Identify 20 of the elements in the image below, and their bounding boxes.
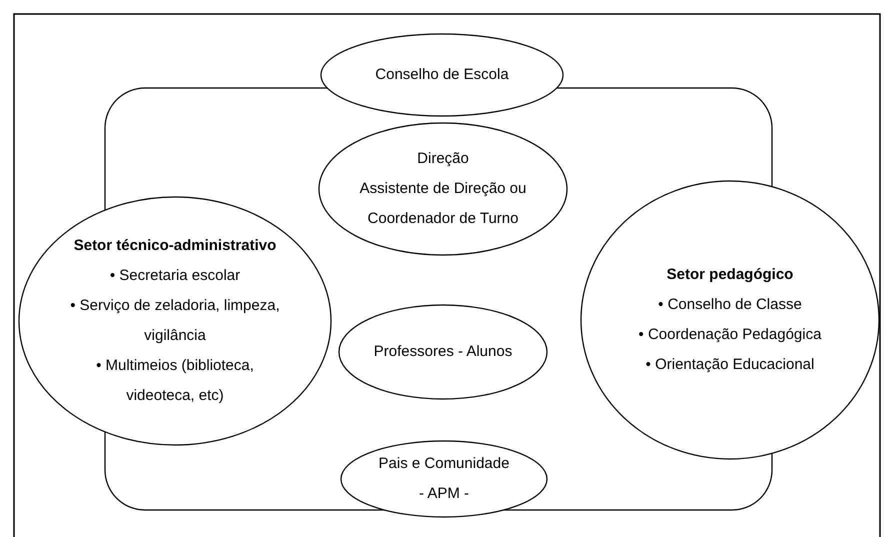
node-text: Conselho de Escola (375, 65, 509, 85)
node-text: • Conselho de Classe (658, 295, 802, 315)
ellipse-node (338, 304, 548, 400)
node-text: • Coordenação Pedagógica (638, 325, 822, 345)
node-text: Assistente de Direção ou Coordenador de Turno (358, 179, 528, 229)
heading-text: Setor técnico-administrativo (74, 236, 276, 256)
ellipse-node (580, 180, 880, 460)
node-text: - APM - (418, 484, 469, 504)
node-text: Professores - Alunos (374, 342, 512, 362)
heading-text: Setor pedagógico (666, 265, 794, 285)
ellipse-node (340, 440, 548, 518)
node-text: • Serviço de zeladoria, limpeza, vigilância (69, 296, 281, 346)
node-text: Direção (417, 149, 469, 169)
node-text: • Secretaria escolar (110, 266, 240, 286)
node-text: Pais e Comunidade (378, 454, 510, 474)
ellipse-node (320, 33, 564, 117)
node-text: • Orientação Educacional (646, 355, 814, 375)
ellipse-node (318, 122, 568, 256)
ellipse-node (18, 196, 332, 446)
node-text: • Multimeios (biblioteca, videoteca, etc) (95, 356, 255, 406)
